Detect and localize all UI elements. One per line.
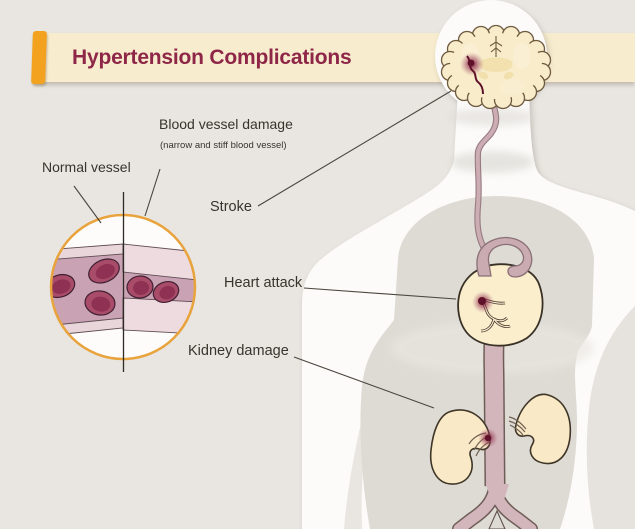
leader-line-heart-attack — [303, 287, 457, 300]
neck-shadow — [450, 151, 534, 173]
leader-line-blood-vessel-damage — [144, 168, 161, 217]
red-blood-cells-damaged — [126, 275, 180, 303]
normal-vessel-label: Normal vessel — [42, 159, 131, 175]
leader-line-kidney-damage — [293, 356, 435, 409]
vessel-inset — [49, 192, 197, 372]
heart-attack-label: Heart attack — [224, 275, 303, 291]
blood-vessel-damage-label: Blood vessel damage — [159, 116, 293, 132]
leader-line-stroke — [257, 90, 452, 207]
stroke-lesion — [460, 52, 484, 95]
heart-attack-lesion — [472, 291, 494, 313]
heart-illustration — [457, 237, 544, 347]
brain-fissure — [489, 36, 503, 57]
heart-body — [457, 263, 544, 347]
right-arm-silhouette — [586, 306, 635, 529]
normal-vessel-half — [51, 243, 124, 337]
brain-illustration — [440, 24, 552, 110]
kidneys-illustration — [429, 393, 572, 485]
kidney-damage-lesion — [478, 428, 498, 448]
page-title: Hypertension Complications — [72, 45, 352, 69]
right-kidney — [514, 393, 572, 465]
kidney-damage-label: Kidney damage — [188, 343, 289, 359]
stroke-label: Stroke — [210, 199, 252, 215]
neck-artery — [474, 93, 500, 256]
blood-vessel-damage-sublabel: (narrow and stiff blood vessel) — [160, 140, 287, 151]
leader-line-normal-vessel — [73, 185, 102, 224]
jaw-shadow — [448, 108, 536, 126]
aortic-arch — [476, 237, 533, 278]
leader-lines — [73, 90, 457, 409]
damaged-vessel-half — [122, 243, 195, 335]
red-blood-cells-normal — [51, 258, 120, 316]
